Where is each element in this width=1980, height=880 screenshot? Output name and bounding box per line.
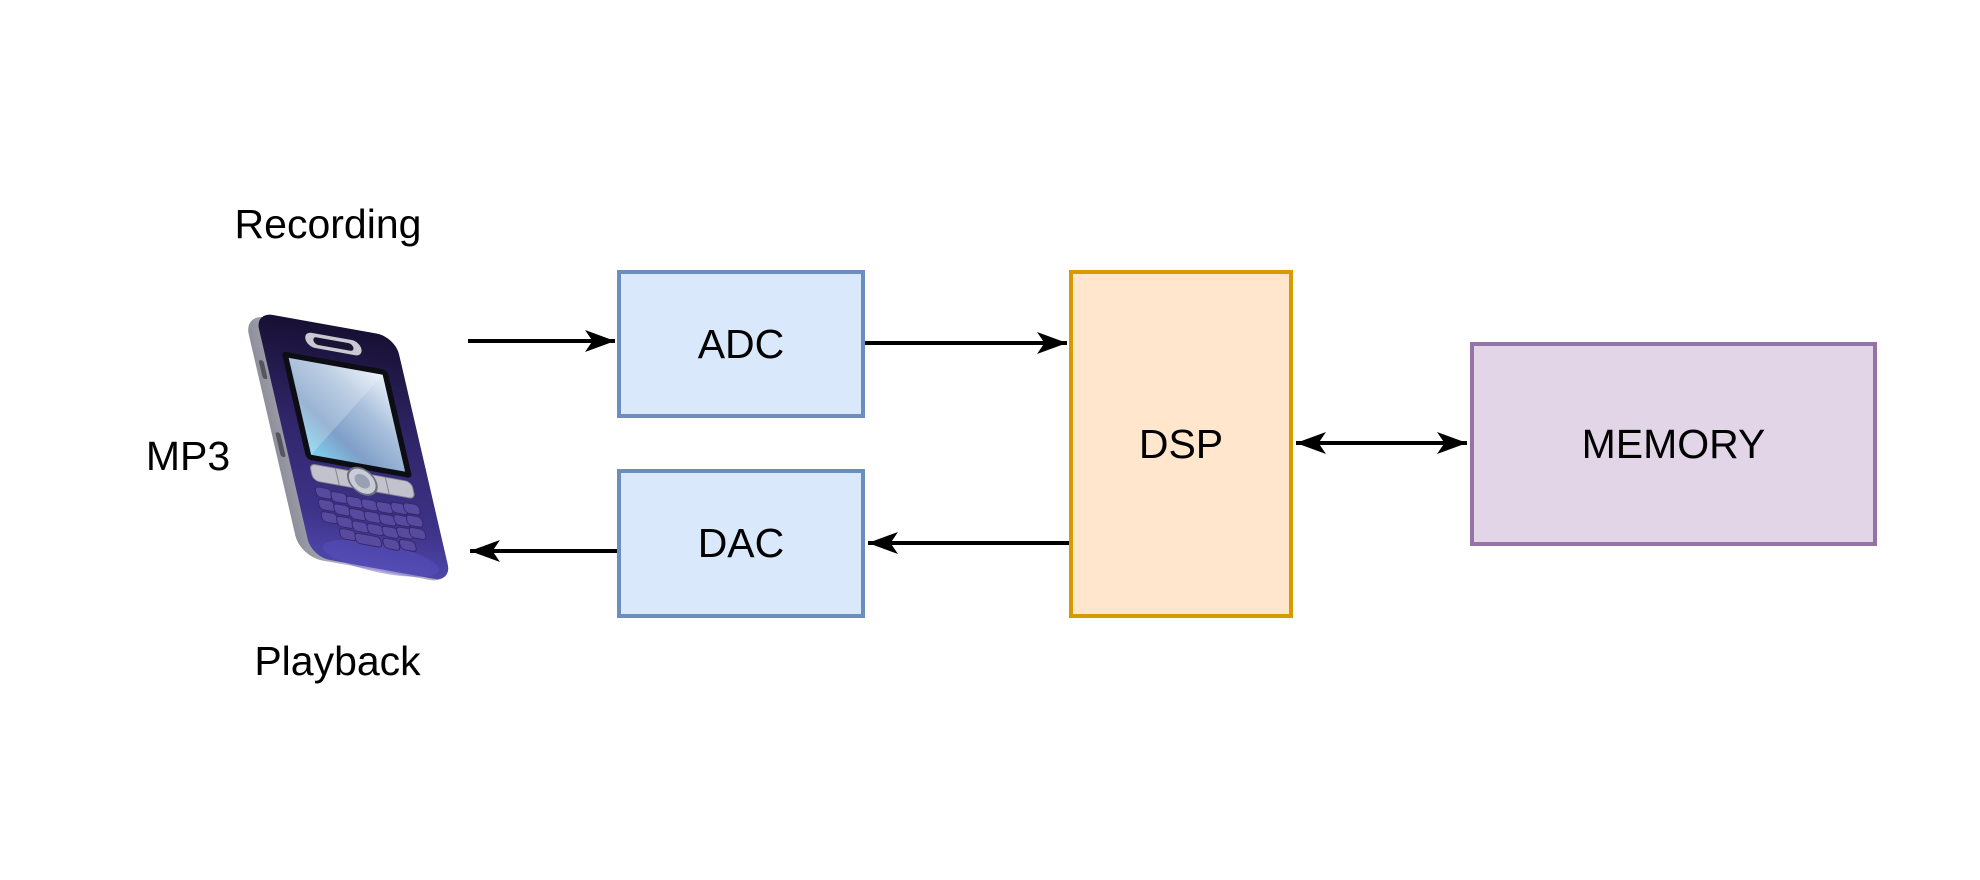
phone-screen: [288, 357, 406, 472]
mp3-label: MP3: [145, 433, 231, 479]
node-dsp: DSP: [1069, 270, 1293, 618]
recording-label: Recording: [234, 201, 422, 247]
node-memory-label: MEMORY: [1581, 420, 1766, 467]
phone-side-button: [275, 432, 286, 458]
node-dac-label: DAC: [697, 520, 785, 566]
playback-label: Playback: [254, 638, 421, 684]
node-dac: DAC: [617, 469, 865, 618]
node-dsp-label: DSP: [1138, 420, 1224, 467]
node-adc-label: ADC: [697, 320, 785, 367]
node-adc: ADC: [617, 270, 865, 418]
mp3-player-image: [248, 314, 449, 581]
phone-screen-sheen: [288, 357, 383, 455]
phone-bottom-glow: [323, 539, 440, 577]
phone-speaker-slot: [313, 337, 354, 351]
mp3-player-body-group: [248, 314, 449, 581]
phone-trackball: [354, 473, 370, 489]
node-memory: MEMORY: [1470, 342, 1877, 546]
phone-side-button: [258, 360, 268, 380]
phone-keyboard: [314, 486, 427, 552]
